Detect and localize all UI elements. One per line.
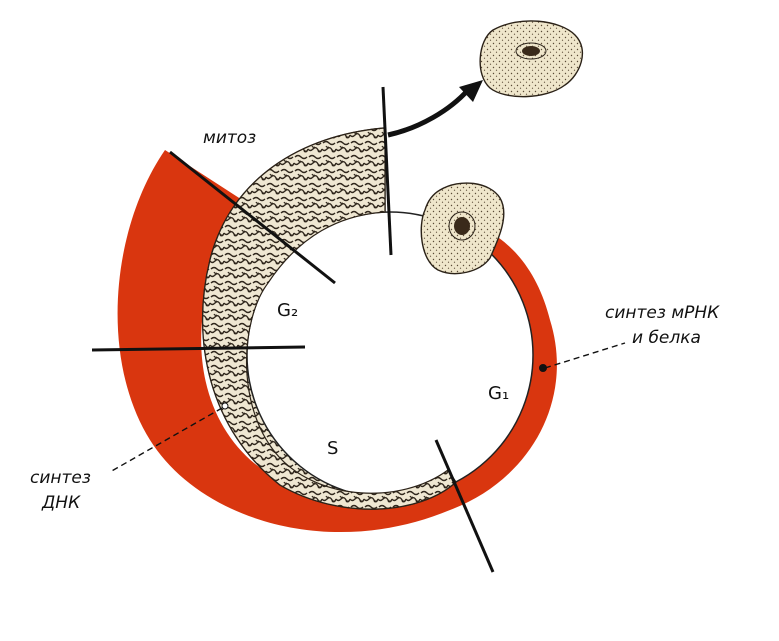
- nucleus-top-core: [522, 46, 540, 56]
- leader-dot-rna: [539, 364, 547, 372]
- label-rna-protein-line1: синтез мРНК: [605, 303, 720, 323]
- leader-dot-dna: [221, 402, 229, 410]
- label-dna-line1: синтез: [30, 468, 91, 488]
- label-g1: G₁: [488, 383, 510, 404]
- boundary-line-left: [91, 345, 306, 352]
- label-dna-line2: ДНК: [42, 493, 81, 513]
- leader-line-dna: [109, 407, 223, 473]
- boundary-line-bottom: [434, 439, 495, 573]
- division-arrow: [387, 88, 470, 138]
- label-mitosis: митоз: [203, 128, 257, 148]
- leader-line-rna: [544, 342, 626, 369]
- red-synthesis-band: [117, 150, 557, 533]
- boundary-line-mitosis: [169, 150, 336, 285]
- label-s: S: [327, 438, 339, 459]
- arrow-head-icon: [459, 80, 483, 102]
- label-rna-protein-line2: и белка: [632, 328, 701, 348]
- boundary-line-top: [381, 86, 393, 256]
- nucleus-g1-core: [454, 217, 470, 235]
- label-g2: G₂: [277, 300, 299, 321]
- speckled-band-overlay: [202, 127, 457, 510]
